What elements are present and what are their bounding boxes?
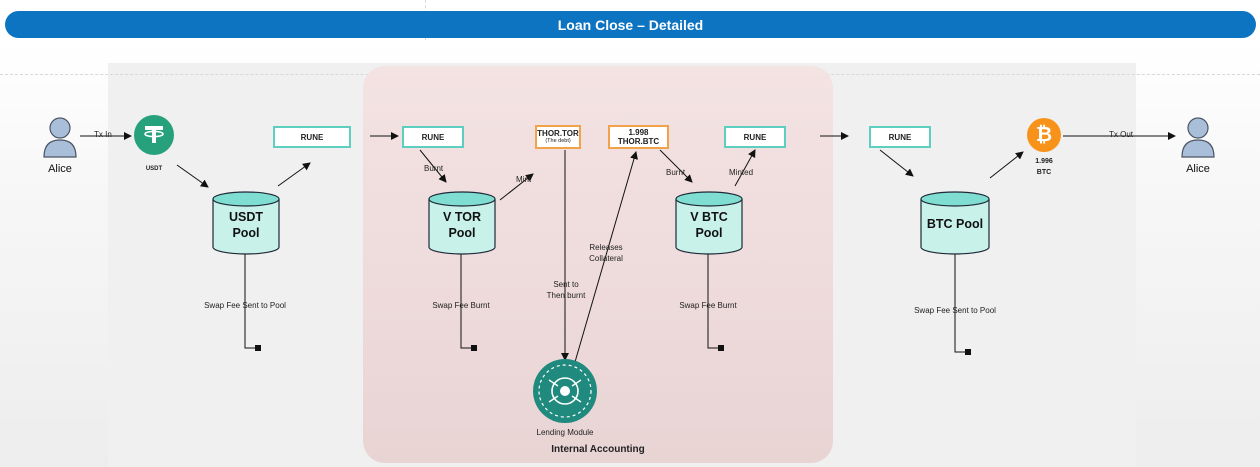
- burnt-label-2: Burnt: [666, 168, 686, 177]
- fee-endpoint-vbtc: [718, 345, 724, 351]
- sent-to-label: Sent to: [553, 280, 579, 289]
- tx-in-label: Tx In: [94, 130, 112, 139]
- collateral-label: Collateral: [589, 253, 623, 263]
- fee-line-vtor: [460, 253, 472, 349]
- bitcoin-icon: ₿: [1027, 118, 1061, 152]
- vbtc-pool-label: V BTC Pool: [690, 209, 728, 242]
- rune-box-3: RUNE: [724, 126, 786, 148]
- sent-to-then-burnt-label: Sent to Then burnt: [547, 280, 586, 302]
- minted-label: Minted: [729, 168, 754, 177]
- btc-pool-label: BTC Pool: [927, 216, 983, 232]
- vtor-pool-label: V TOR Pool: [443, 209, 481, 242]
- thor-btc-amount: 1.998: [628, 127, 649, 137]
- arrow-burnt-vbtc: [659, 149, 693, 183]
- usdt-pool-label-line2: Pool: [232, 226, 260, 240]
- page-title: Loan Close – Detailed: [5, 11, 1256, 38]
- btc-pool-fee-label: Swap Fee Sent to Pool: [914, 306, 996, 315]
- btc-output: 1.996 BTC: [1035, 157, 1053, 178]
- arrow-minted-rune: [734, 149, 756, 187]
- releases-collateral-label: Releases Collateral: [589, 243, 623, 265]
- mint-label: Mint: [516, 175, 532, 184]
- vbtc-pool-label-line2: Pool: [695, 226, 723, 240]
- fee-line-usdt: [244, 253, 256, 349]
- fee-endpoint-btc: [965, 349, 971, 355]
- usdt-pool-label-line1: USDT: [228, 209, 264, 224]
- alice-left-label: Alice: [48, 163, 72, 175]
- rune-box-1: RUNE: [273, 126, 351, 148]
- fee-endpoint-usdt: [255, 345, 261, 351]
- thor-btc-label: THOR.BTC: [617, 137, 660, 146]
- btc-amount-label: 1.996: [1035, 158, 1053, 165]
- releases-label: Releases: [589, 243, 623, 252]
- rune-box-2: RUNE: [402, 126, 464, 148]
- arrow-lending-to-thorbtc: [574, 151, 638, 363]
- vbtc-pool-fee-label: Swap Fee Burnt: [679, 301, 737, 310]
- btc-pool-cylinder: [920, 191, 990, 255]
- btc-pool-label-line1: BTC Pool: [926, 216, 984, 231]
- user-icon-right: [1181, 117, 1215, 158]
- then-burnt-label: Then burnt: [546, 290, 586, 300]
- usdt-label: USDT: [145, 166, 163, 172]
- vtor-pool-fee-label: Swap Fee Burnt: [432, 301, 490, 310]
- vtor-pool-label-line1: V TOR: [443, 209, 481, 224]
- usdt-pool-fee-label: Swap Fee Sent to Pool: [204, 301, 286, 310]
- vtor-pool-label-line2: Pool: [448, 226, 476, 240]
- rune-box-4: RUNE: [869, 126, 931, 148]
- usdt-pool-label: USDT Pool: [229, 209, 263, 242]
- arrow-rune-to-btcpool: [879, 149, 914, 177]
- arrow-mint-thortor: [499, 173, 534, 201]
- lending-module-icon: [533, 359, 597, 423]
- internal-accounting-label: Internal Accounting: [551, 444, 645, 455]
- arrow-usdt-to-pool: [176, 164, 209, 188]
- vbtc-pool-cylinder: [675, 191, 743, 255]
- thor-tor-box: THOR.TOR (The debt): [535, 125, 581, 149]
- lending-module-label: Lending Module: [536, 428, 594, 437]
- arrow-btcpool-to-btc: [989, 151, 1024, 179]
- burnt-label-1: Burnt: [424, 164, 444, 173]
- fee-endpoint-vtor: [471, 345, 477, 351]
- thor-tor-sub-label: (The debt): [545, 138, 571, 145]
- arrow-pool-to-rune: [277, 162, 311, 187]
- vtor-pool-cylinder: [428, 191, 496, 255]
- fee-line-btc: [954, 253, 966, 353]
- user-icon-left: [43, 117, 77, 158]
- thor-btc-box: 1.998 THOR.BTC: [608, 125, 669, 149]
- thor-tor-label: THOR.TOR: [537, 129, 579, 139]
- btc-asset-label: BTC: [1036, 168, 1052, 176]
- vbtc-pool-label-line1: V BTC: [690, 209, 728, 224]
- tx-out-label: Tx Out: [1109, 130, 1134, 139]
- arrow-burnt-vtor: [419, 149, 447, 183]
- usdt-pool-cylinder: [212, 191, 280, 255]
- tether-icon: [134, 115, 174, 155]
- fee-line-vbtc: [707, 253, 719, 349]
- alice-right-label: Alice: [1186, 163, 1210, 175]
